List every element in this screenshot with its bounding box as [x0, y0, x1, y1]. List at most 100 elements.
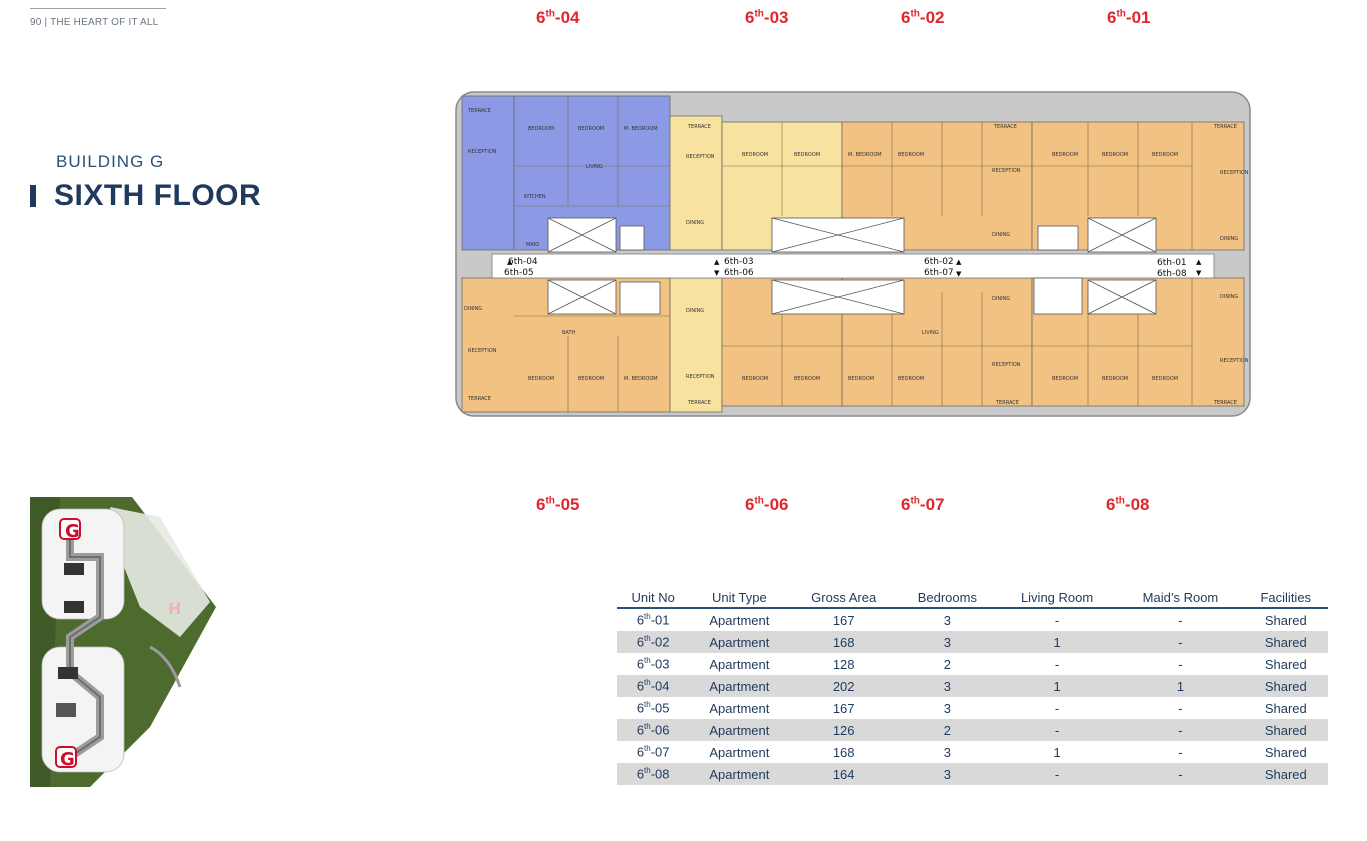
plan-room-label: DINING [686, 308, 704, 314]
cell-living-room: 1 [996, 631, 1118, 653]
floor-title: SIXTH FLOOR [30, 178, 261, 214]
cell-maids-room: 1 [1117, 675, 1244, 697]
cell-bedrooms: 2 [897, 719, 997, 741]
cell-living-room: 1 [996, 675, 1118, 697]
cell-facilities: Shared [1243, 675, 1328, 697]
cell-gross-area: 164 [789, 763, 898, 785]
corridor-label-6th-06: 6th-06 [724, 268, 754, 278]
building-label: BUILDING G [56, 152, 165, 171]
cell-living-room: 1 [1053, 744, 1061, 760]
site-label-g-bottom: G [60, 749, 75, 770]
plan-room-label: RECEPTION [468, 348, 497, 354]
cell-gross-area: 202 [789, 675, 898, 697]
arrow-up-icon: ▲ [1196, 258, 1202, 266]
cell-facilities: Shared [1264, 656, 1307, 672]
unit-label-6th-01: 6th-01 [1107, 8, 1151, 27]
plan-room-label: DINING [1220, 236, 1238, 242]
plan-room-label: BEDROOM [898, 376, 924, 382]
corridor-label-6th-03: 6th-03 [724, 257, 754, 267]
table-row: 6th-04 Apartment 202 3 1 1 Shared [617, 675, 1328, 697]
cell-bedrooms: 3 [897, 631, 997, 653]
corridor-label-6th-04: 6th-04 [508, 257, 538, 267]
floor-title-text: SIXTH FLOOR [54, 179, 262, 212]
plan-room-label: RECEPTION [992, 168, 1021, 174]
cell-facilities: Shared [1243, 631, 1328, 653]
unit-schedule-table: Unit No Unit Type Gross Area Bedrooms Li… [617, 588, 1328, 785]
site-label-h: H [168, 599, 181, 618]
cell-maids-room: - [1178, 700, 1183, 716]
plan-room-label: DINING [992, 232, 1010, 238]
cell-unit-type: Apartment [709, 744, 770, 760]
site-label-g-top: G [65, 521, 80, 542]
cell-unit-type: Apartment [689, 631, 790, 653]
cell-unit-type: Apartment [709, 656, 770, 672]
plan-room-label: TERRACE [687, 124, 711, 130]
plan-room-label: TERRACE [993, 124, 1017, 130]
plan-room-label: BEDROOM [898, 152, 924, 158]
arrow-down-icon: ▼ [714, 269, 720, 277]
corridor-label-6th-08: 6th-08 [1157, 269, 1187, 279]
cell-unit-type: Apartment [709, 612, 770, 628]
cell-bedrooms: 3 [943, 744, 951, 760]
plan-room-label: M. BEDROOM [624, 126, 658, 132]
cell-maids-room: - [1178, 612, 1183, 628]
floor-plan: TERRACE RECEPTION BEDROOM BEDROOM M. BED… [455, 91, 1251, 417]
cell-maids-room: - [1178, 744, 1183, 760]
unit-label-6th-07: 6th-07 [901, 495, 945, 514]
plan-room-label: BEDROOM [848, 376, 874, 382]
col-living-room: Living Room [996, 588, 1118, 609]
cell-gross-area: 168 [832, 744, 855, 760]
plan-room-label: TERRACE [687, 400, 711, 406]
plan-room-label: BEDROOM [1102, 152, 1128, 158]
cell-living-room: - [1054, 700, 1060, 716]
plan-room-label: BEDROOM [528, 376, 554, 382]
cell-gross-area: 128 [832, 656, 855, 672]
arrow-up-icon: ▲ [507, 258, 513, 266]
plan-room-label: TERRACE [467, 396, 491, 402]
cell-unit-type: Apartment [709, 700, 770, 716]
unit-label-6th-04: 6th-04 [536, 8, 580, 27]
table-row: 6th-02 Apartment 168 3 1 - Shared [617, 631, 1328, 653]
cell-unit-no: 6th-06 [617, 719, 690, 741]
cell-facilities: Shared [1264, 700, 1307, 716]
unit-label-6th-03: 6th-03 [745, 8, 789, 27]
cell-bedrooms: 3 [897, 675, 997, 697]
plan-room-label: LIVING [922, 330, 939, 336]
cell-facilities: Shared [1264, 744, 1307, 760]
col-bedrooms: Bedrooms [897, 588, 997, 609]
cell-maids-room: - [1178, 656, 1183, 672]
arrow-up-icon: ▲ [956, 258, 962, 266]
cell-unit-no: 6th-05 [636, 700, 670, 716]
cell-facilities: Shared [1243, 719, 1328, 741]
cell-maids-room: - [1117, 719, 1244, 741]
plan-room-label: BEDROOM [794, 152, 820, 158]
plan-room-label: BEDROOM [1052, 376, 1078, 382]
col-gross-area: Gross Area [789, 588, 898, 609]
corridor-label-6th-01: 6th-01 [1157, 258, 1187, 268]
plan-room-label: BEDROOM [794, 376, 820, 382]
plan-room-label: BEDROOM [742, 152, 768, 158]
table-row: 6th-07 Apartment 168 3 1 - Shared [617, 741, 1328, 763]
plan-room-label: RECEPTION [686, 374, 715, 380]
cell-maids-room: - [1117, 763, 1244, 785]
cell-unit-no: 6th-01 [636, 612, 670, 628]
plan-room-label: BATH [562, 330, 576, 336]
plan-room-label: M. BEDROOM [848, 152, 882, 158]
plan-room-label: LIVING [586, 164, 603, 170]
cell-unit-no: 6th-04 [617, 675, 690, 697]
plan-room-label: RECEPTION [1220, 358, 1249, 364]
plan-room-label: RECEPTION [468, 149, 497, 155]
plan-room-label: DINING [1220, 294, 1238, 300]
table-row: 6th-03 Apartment 128 2 - - Shared [617, 653, 1328, 675]
page-header: 90 | THE HEART OF IT ALL [30, 8, 166, 28]
plan-room-label: DINING [992, 296, 1010, 302]
plan-room-label: TERRACE [1213, 400, 1237, 406]
cell-unit-no: 6th-07 [636, 744, 670, 760]
cell-bedrooms: 3 [943, 612, 951, 628]
corridor-label-6th-07: 6th-07 [924, 268, 954, 278]
plan-room-label: M. BEDROOM [624, 376, 658, 382]
plan-room-label: TERRACE [995, 400, 1019, 406]
table-row: 6th-05 Apartment 167 3 - - Shared [617, 697, 1328, 719]
cell-facilities: Shared [1243, 763, 1328, 785]
plan-room-label: DINING [464, 306, 482, 312]
